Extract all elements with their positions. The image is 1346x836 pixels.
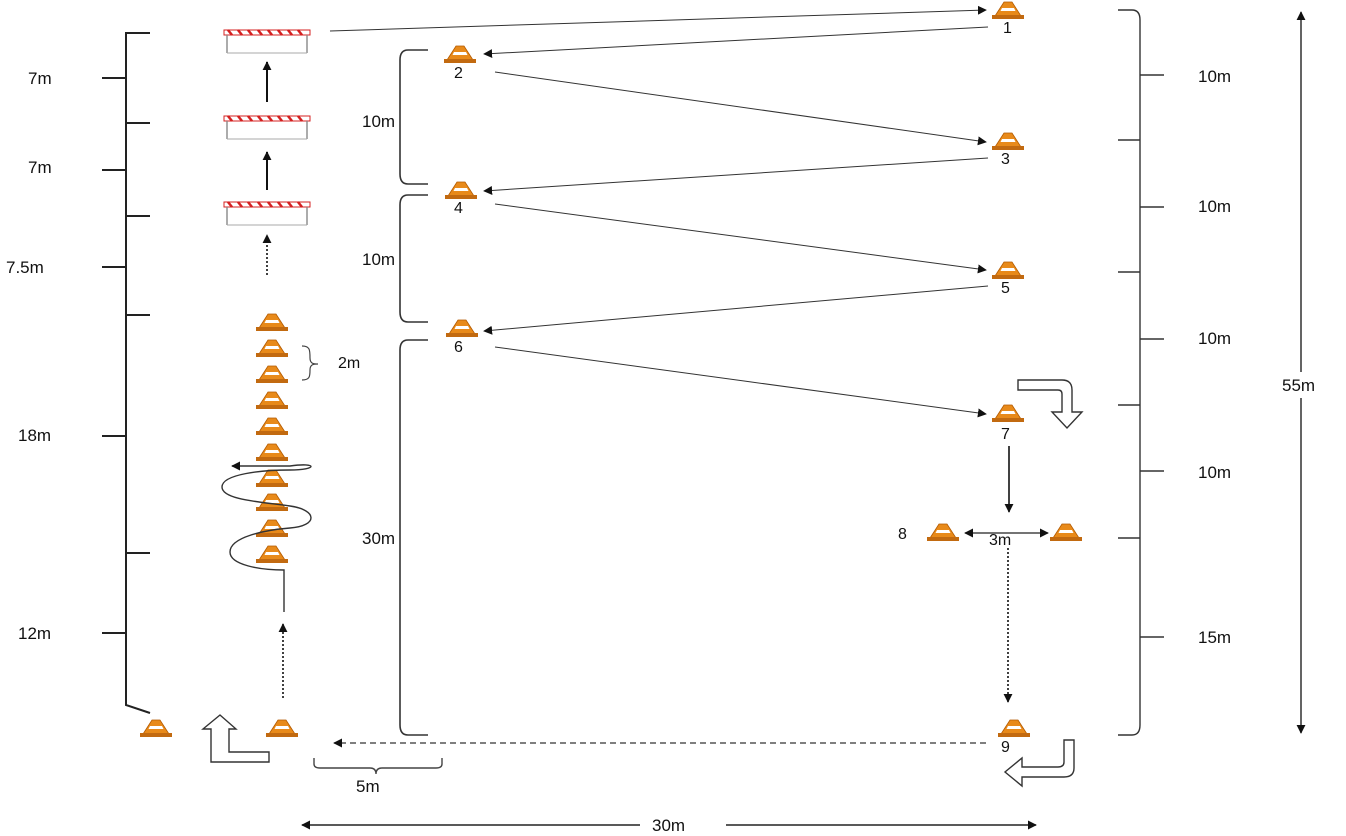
middle-distance-label: 10m bbox=[362, 112, 395, 131]
cone-number: 4 bbox=[454, 200, 463, 217]
cone-icon bbox=[255, 391, 289, 410]
hurdle bbox=[222, 200, 312, 227]
cone-icon bbox=[991, 261, 1025, 280]
cone-icon bbox=[255, 443, 289, 462]
left-distance-label: 7m bbox=[28, 158, 52, 177]
cone-icon bbox=[1049, 523, 1083, 542]
cone-icon bbox=[997, 719, 1031, 738]
total-width-label: 30m bbox=[652, 816, 685, 835]
cone-icon bbox=[926, 523, 960, 542]
right-distance-label: 10m bbox=[1198, 197, 1231, 216]
cone-icon bbox=[991, 1, 1025, 20]
cone-icon bbox=[265, 719, 299, 738]
left-distance-label: 18m bbox=[18, 426, 51, 445]
left-distance-label: 7.5m bbox=[6, 258, 44, 277]
right-bracket bbox=[1118, 9, 1164, 736]
cone-icon bbox=[255, 365, 289, 384]
middle-bracket bbox=[399, 49, 428, 736]
cone-icon bbox=[991, 404, 1025, 423]
offset-bracket bbox=[313, 758, 443, 775]
run-arrow bbox=[483, 157, 989, 195]
cone-number: 6 bbox=[454, 339, 463, 356]
cone-icon bbox=[443, 45, 477, 64]
middle-distance-label: 30m bbox=[362, 529, 395, 548]
cone-icon bbox=[255, 313, 289, 332]
cone-icon bbox=[255, 469, 289, 488]
run-arrow bbox=[483, 285, 989, 335]
left-distance-label: 7m bbox=[28, 69, 52, 88]
cone-icon bbox=[255, 545, 289, 564]
run-arrow bbox=[329, 5, 987, 32]
cone-number: 3 bbox=[1001, 151, 1010, 168]
cone-number: 7 bbox=[1001, 426, 1010, 443]
weave-path bbox=[221, 461, 312, 612]
cone-icon bbox=[255, 417, 289, 436]
cone-icon bbox=[255, 339, 289, 358]
left-distance-label: 12m bbox=[18, 624, 51, 643]
cone-number: 5 bbox=[1001, 280, 1010, 297]
run-arrow bbox=[494, 203, 987, 274]
spacing-bracket bbox=[301, 345, 319, 381]
cone-number: 2 bbox=[454, 65, 463, 82]
turn-arrow-icon bbox=[1017, 379, 1084, 430]
total-length-label: 55m bbox=[1282, 376, 1315, 395]
cone-spacing-label: 2m bbox=[338, 355, 360, 372]
offset-label: 5m bbox=[356, 777, 380, 796]
run-path bbox=[329, 5, 989, 418]
cone-icon bbox=[991, 132, 1025, 151]
slalom-cones bbox=[255, 313, 289, 564]
cone-icon bbox=[445, 319, 479, 338]
cone-number: 9 bbox=[1001, 739, 1010, 756]
run-arrow bbox=[494, 346, 987, 418]
right-distance-label: 10m bbox=[1198, 67, 1231, 86]
middle-distance-label: 10m bbox=[362, 250, 395, 269]
hurdle bbox=[222, 114, 312, 141]
cone-number: 8 bbox=[898, 526, 907, 543]
hurdle bbox=[222, 28, 312, 55]
cone-icon bbox=[139, 719, 173, 738]
turn-arrow-icon bbox=[1003, 739, 1075, 788]
cone8-gap-label: 3m bbox=[989, 532, 1011, 549]
right-distance-label: 10m bbox=[1198, 329, 1231, 348]
right-distance-label: 10m bbox=[1198, 463, 1231, 482]
left-bracket bbox=[102, 32, 151, 714]
right-distance-label: 15m bbox=[1198, 628, 1231, 647]
turn-arrow-icon bbox=[201, 714, 270, 763]
run-arrow bbox=[494, 71, 987, 146]
cone-number: 1 bbox=[1003, 20, 1012, 37]
cone-icon bbox=[444, 181, 478, 200]
run-arrow bbox=[483, 26, 989, 59]
